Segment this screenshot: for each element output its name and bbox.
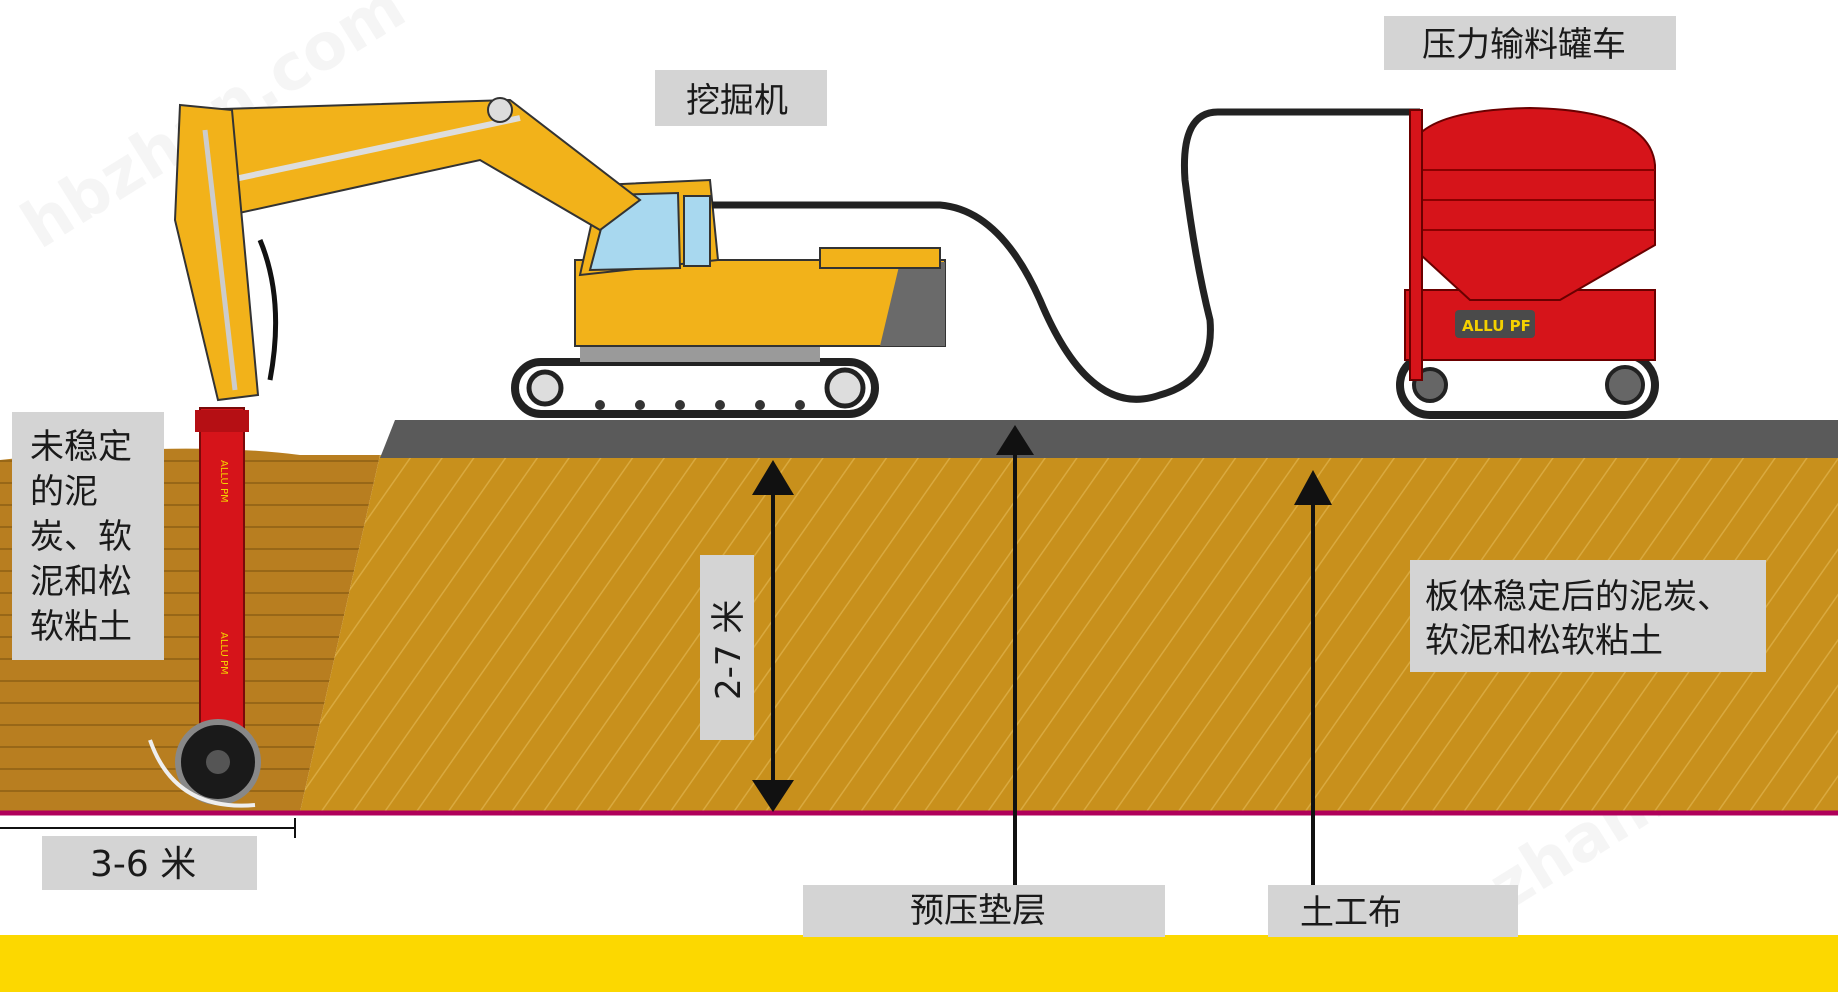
excavator — [173, 97, 1420, 418]
unstabilized-line-5: 软粘土 — [30, 607, 132, 647]
feeder-label-box: 压力输料罐车 — [1384, 16, 1676, 70]
geotextile-label: 土工布 — [1300, 893, 1402, 933]
unstabilized-line-2: 的泥 — [30, 472, 98, 512]
stabilized-line-1: 板体稳定后的泥炭、 — [1425, 577, 1731, 617]
pressure-feeder: ALLU PF — [1396, 106, 1659, 419]
width-marker — [0, 818, 296, 838]
mass-stabilizer-tool: ALLU PM ALLU PM — [148, 407, 261, 808]
preload-label-box: 预压垫层 — [803, 885, 1165, 937]
unstabilized-line-3: 炭、软 — [30, 517, 132, 557]
unstabilized-line-1: 未稳定 — [30, 427, 132, 467]
excavator-label: 挖掘机 — [686, 81, 788, 121]
stabilized-label-box: 板体稳定后的泥炭、 软泥和松软粘土 — [1410, 560, 1766, 672]
preload-arrow — [996, 425, 1034, 900]
unstabilized-label-box: 未稳定 的泥 炭、软 泥和松 软粘土 — [12, 412, 164, 660]
feeder-label: 压力输料罐车 — [1422, 25, 1626, 65]
depth-arrow — [752, 460, 794, 812]
geotextile-label-box: 土工布 — [1268, 885, 1518, 937]
tool-brand-lower: ALLU PM — [218, 632, 229, 675]
excavator-label-box: 挖掘机 — [655, 70, 827, 126]
preload-layer — [380, 420, 1838, 458]
width-label: 3-6 米 — [90, 844, 196, 885]
tool-brand-upper: ALLU PM — [218, 460, 229, 503]
stabilized-line-2: 软泥和松软粘土 — [1425, 621, 1663, 661]
stabilized-soil — [300, 455, 1838, 812]
depth-label-box: 2-7 米 — [700, 555, 754, 740]
feeder-brand: ALLU PF — [1462, 317, 1531, 335]
bottom-band — [0, 935, 1838, 992]
geotextile-arrow — [1294, 470, 1332, 900]
unstabilized-line-4: 泥和松 — [30, 562, 132, 602]
depth-label: 2-7 米 — [709, 600, 749, 700]
width-label-box: 3-6 米 — [42, 836, 257, 890]
preload-label: 预压垫层 — [910, 891, 1046, 931]
